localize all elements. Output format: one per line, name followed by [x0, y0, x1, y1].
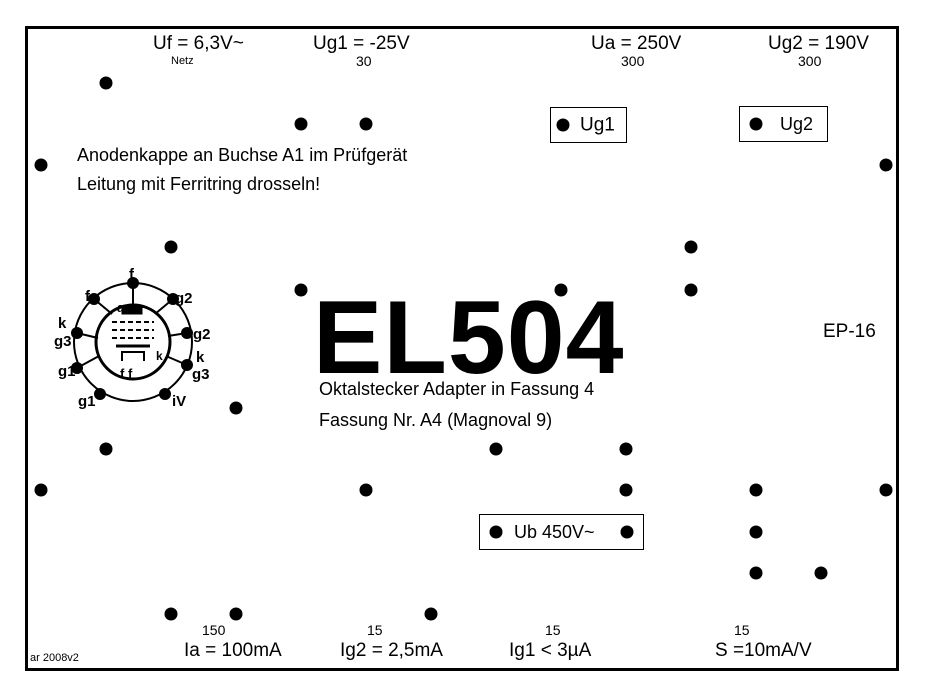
socket-pin-label: g1 — [78, 393, 96, 410]
hole — [424, 607, 438, 621]
tube-envelope — [94, 303, 172, 381]
hole — [619, 442, 633, 456]
hole — [554, 283, 568, 297]
s-spec: S =10mA/V — [715, 640, 812, 661]
socket-leads — [76, 283, 188, 369]
hole — [619, 483, 633, 497]
ug1-terminal-box: Ug1 — [550, 107, 627, 143]
tube-anode-label: a — [117, 300, 125, 315]
tube-socket-diagram: f g2 g2 k g3 iV g1 g1 g3 k f a f f k — [54, 266, 211, 410]
hole — [749, 566, 763, 580]
ug2-spec: Ug2 = 190V — [768, 33, 869, 54]
s-sub: 15 — [734, 622, 750, 638]
hole — [359, 117, 373, 131]
ub-terminal-label: Ub 450V~ — [514, 522, 595, 542]
ug2-terminal-label: Ug2 — [780, 114, 814, 134]
hole — [489, 442, 503, 456]
note-line-1: Anodenkappe an Buchse A1 im Prüfgerät — [77, 145, 408, 165]
hole — [359, 483, 373, 497]
ug1-sub: 30 — [356, 53, 372, 69]
tube-electrodes — [112, 306, 154, 361]
hole — [684, 283, 698, 297]
hole — [229, 401, 243, 415]
hole — [879, 158, 893, 172]
socket-pin-label: k — [196, 349, 205, 366]
uf-spec: Uf = 6,3V~ — [153, 33, 244, 54]
socket-pin-label: iV — [172, 393, 186, 410]
ub-terminal-box: Ub 450V~ — [479, 514, 644, 550]
socket-pin-label: g3 — [54, 333, 72, 350]
ua-spec: Ua = 250V — [591, 33, 682, 54]
hole — [749, 483, 763, 497]
adapter-line-1: Oktalstecker Adapter in Fassung 4 — [319, 379, 595, 399]
ig2-sub: 15 — [367, 622, 383, 638]
hole — [164, 607, 178, 621]
socket-pin-label: g1 — [58, 363, 76, 380]
hole — [879, 483, 893, 497]
ua-sub: 300 — [621, 53, 645, 69]
hole — [229, 607, 243, 621]
socket-pin-label: f — [129, 266, 135, 283]
tube-cathode-label: k — [156, 349, 163, 363]
hole — [684, 240, 698, 254]
adapter-line-2: Fassung Nr. A4 (Magnoval 9) — [319, 410, 553, 430]
hole — [749, 525, 763, 539]
hole — [294, 283, 308, 297]
ug1-spec: Ug1 = -25V — [313, 33, 410, 54]
ep-code: EP-16 — [823, 321, 876, 342]
hole — [99, 76, 113, 90]
hole — [164, 240, 178, 254]
ig1-spec: Ig1 < 3µA — [509, 640, 592, 661]
ig2-spec: Ig2 = 2,5mA — [340, 640, 443, 661]
hole — [34, 158, 48, 172]
ia-sub: 150 — [202, 622, 226, 638]
hole — [814, 566, 828, 580]
ug1-terminal-label: Ug1 — [580, 114, 615, 136]
socket-pin-label: k — [58, 315, 67, 332]
socket-pin-label: g2 — [193, 326, 211, 343]
footer-credit: ar 2008v2 — [30, 652, 79, 664]
socket-pin-label: g2 — [175, 290, 193, 307]
ia-spec: Ia = 100mA — [184, 640, 282, 661]
hole — [556, 118, 570, 132]
hole — [99, 442, 113, 456]
note-line-2: Leitung mit Ferritring drosseln! — [77, 174, 321, 194]
uf-sub: Netz — [171, 55, 194, 67]
ug2-terminal-box: Ug2 — [739, 106, 828, 142]
hole — [489, 525, 503, 539]
hole — [749, 117, 763, 131]
hole — [620, 525, 634, 539]
hole — [294, 117, 308, 131]
hole — [34, 483, 48, 497]
tube-type: EL504 — [313, 280, 625, 396]
ig1-sub: 15 — [545, 622, 561, 638]
socket-pin-label: g3 — [192, 366, 210, 383]
socket-pin-label: f — [85, 288, 91, 305]
ug2-sub: 300 — [798, 53, 822, 69]
tube-filament-label: f f — [120, 366, 133, 381]
